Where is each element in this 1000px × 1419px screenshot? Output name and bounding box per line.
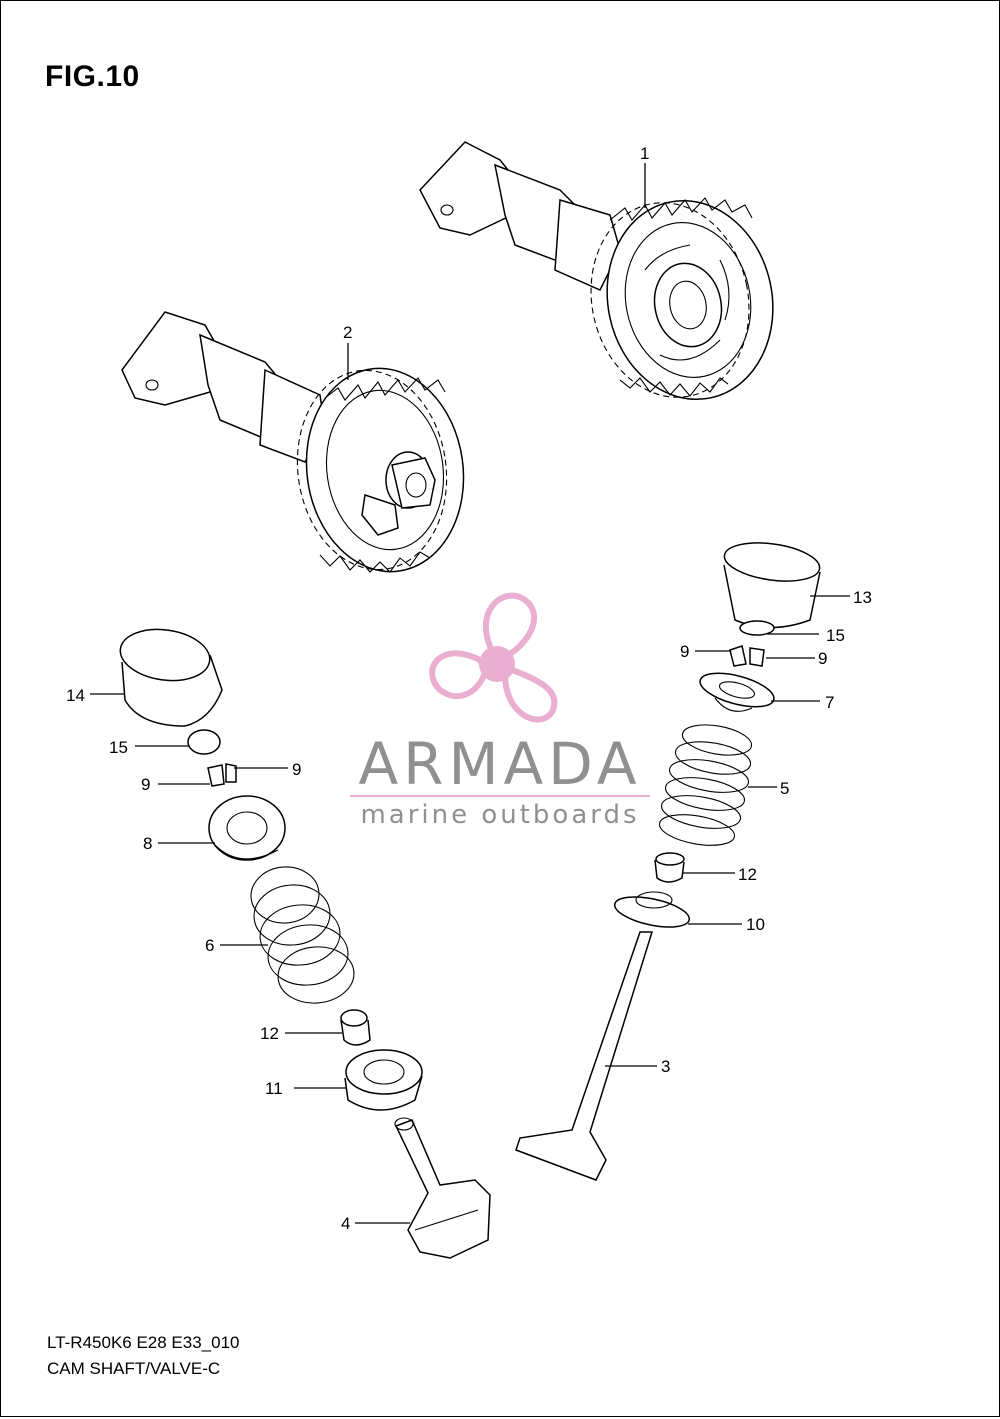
leader-lines [90, 163, 850, 1224]
spring-5 [658, 724, 753, 846]
callout-11: 11 [265, 1079, 283, 1098]
callout-9-left-right: 9 [292, 760, 301, 779]
model-code: LT-R450K6 E28 E33_010 [47, 1333, 240, 1352]
callout-6: 6 [205, 936, 214, 955]
callout-13: 13 [853, 588, 872, 607]
watermark-brand-name: ARMADA [358, 730, 642, 798]
callout-7: 7 [825, 693, 834, 712]
callout-12-right: 12 [738, 865, 757, 884]
callout-10: 10 [746, 915, 765, 934]
spring-6 [250, 866, 355, 1004]
callout-labels: 1 2 3 4 5 6 7 8 9 9 9 9 10 11 12 12 13 1… [66, 144, 872, 1233]
callout-4: 4 [341, 1214, 350, 1233]
figure-title: FIG.10 [45, 60, 140, 93]
watermark-tagline: marine outboards [360, 800, 640, 830]
callout-15-left: 15 [109, 738, 128, 757]
callout-3: 3 [661, 1057, 670, 1076]
callout-14: 14 [66, 686, 85, 705]
camshaft-intake-2 [121, 311, 465, 573]
valve-assembly-right [515, 542, 821, 1181]
callout-1: 1 [640, 144, 649, 163]
camshaft-exhaust-1 [419, 141, 774, 401]
callout-9-right-right: 9 [818, 649, 827, 668]
section-name: CAM SHAFT/VALVE-C [47, 1359, 221, 1378]
callout-15-right: 15 [826, 626, 845, 645]
callout-9-left-left: 9 [141, 775, 150, 794]
callout-5: 5 [780, 779, 789, 798]
callout-2: 2 [343, 323, 352, 342]
armada-propeller-logo [350, 592, 650, 797]
callout-9-right-left: 9 [680, 642, 689, 661]
valve-assembly-left [119, 628, 491, 1259]
callout-12-left: 12 [260, 1024, 279, 1043]
callout-8: 8 [143, 834, 152, 853]
